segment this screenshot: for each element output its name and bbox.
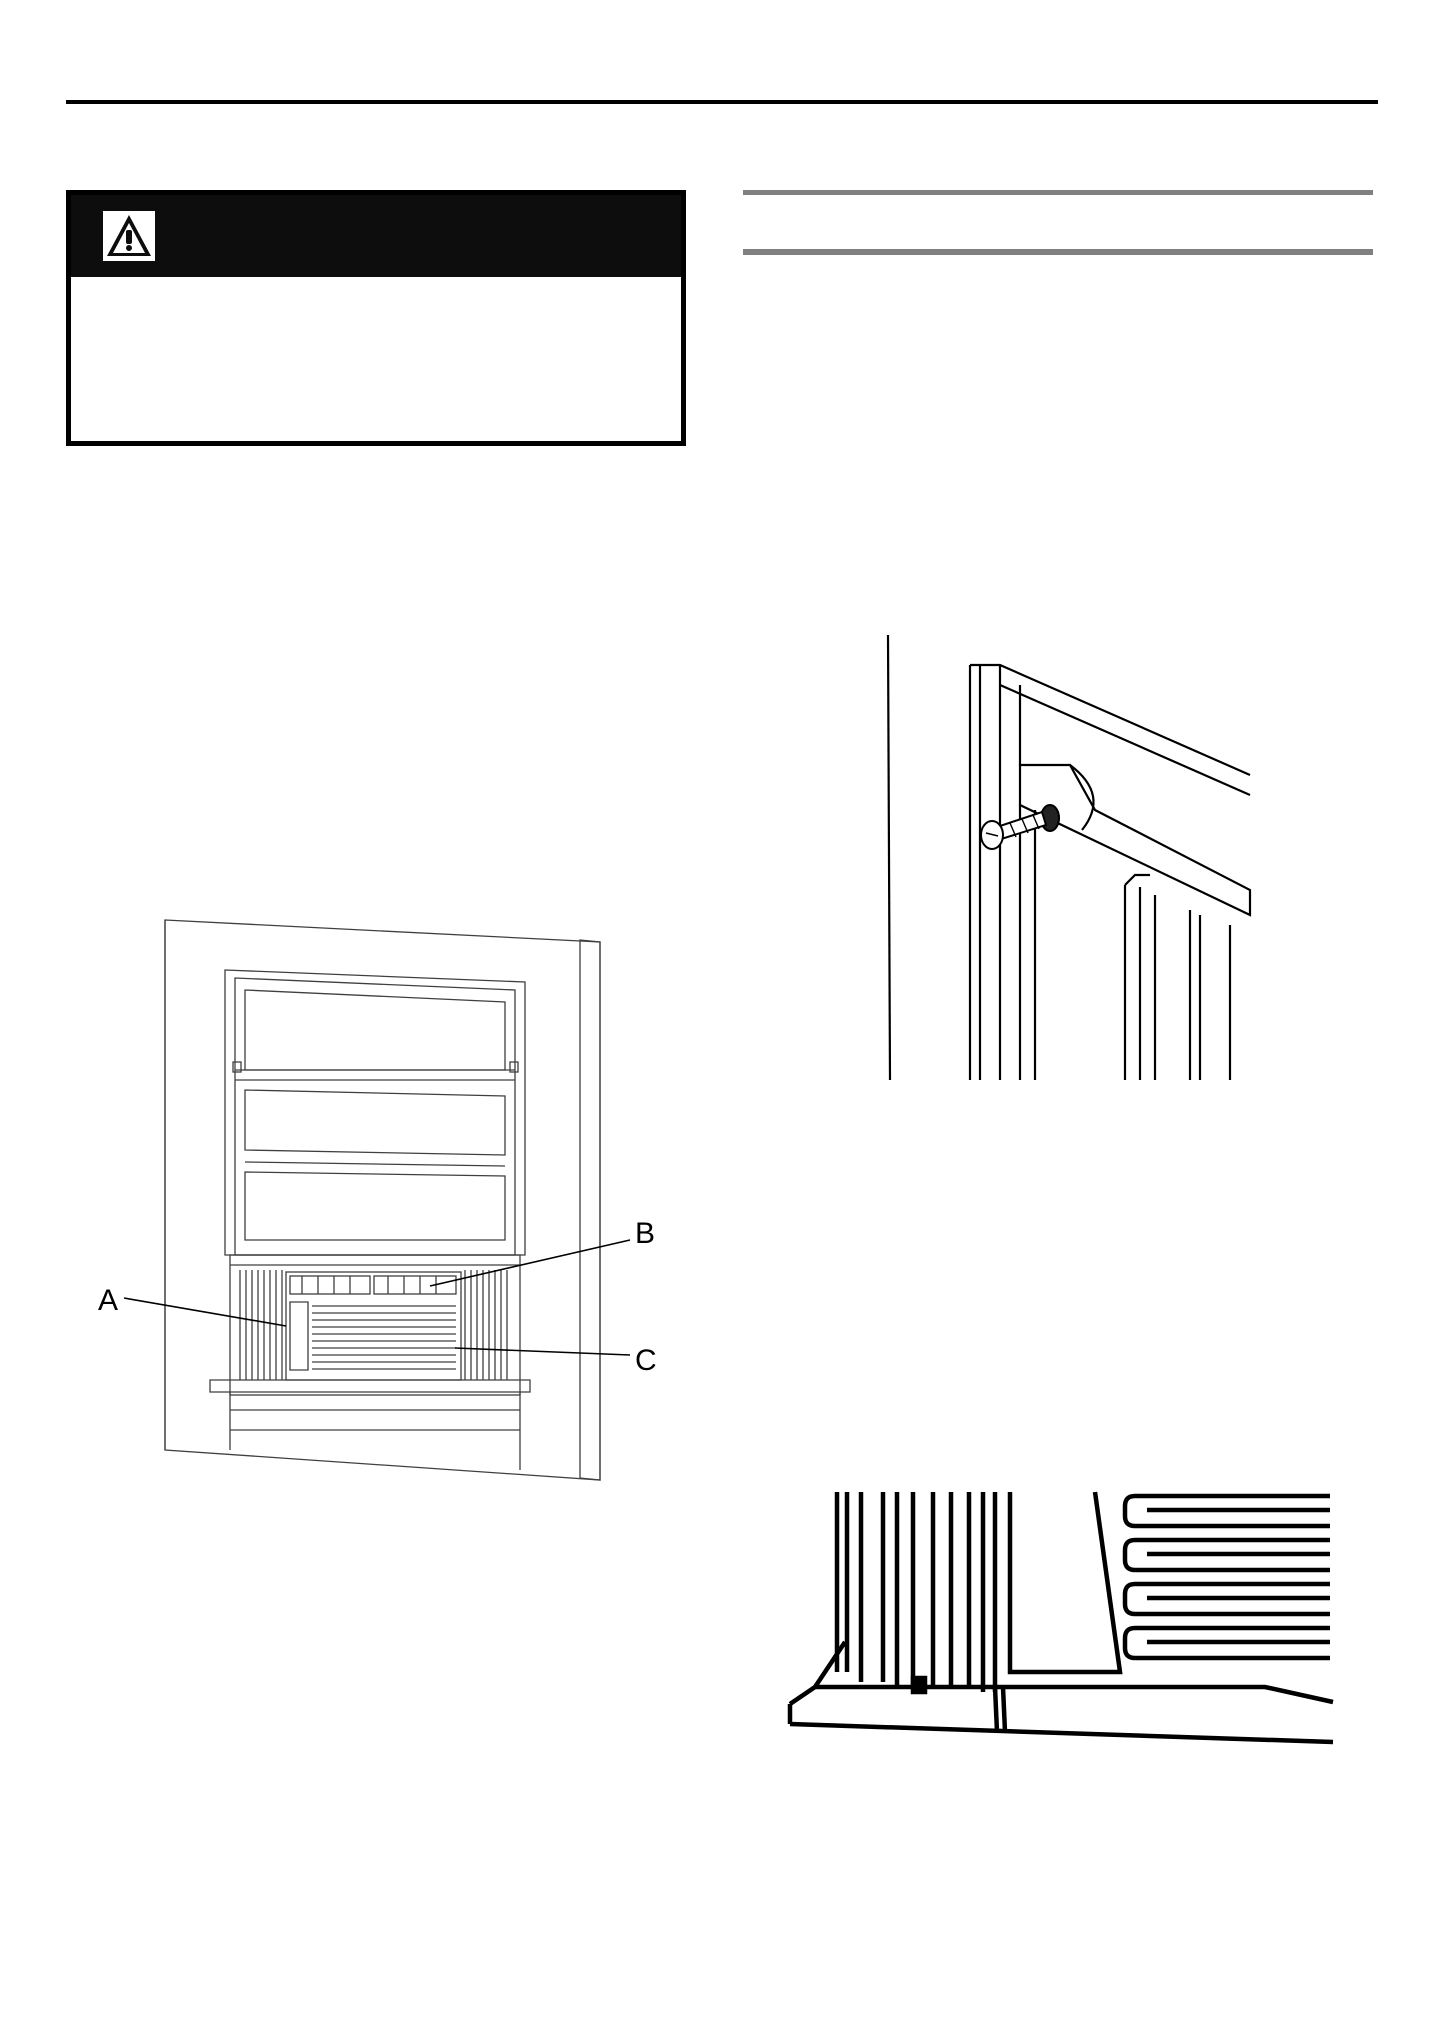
callout-c: C: [635, 1344, 657, 1377]
warning-box: [66, 190, 686, 446]
callout-b: B: [635, 1217, 655, 1250]
window-unit-figure: A B C: [98, 919, 657, 1481]
section-rule-top: [743, 190, 1373, 195]
screw-figure: [886, 634, 1252, 1081]
warning-triangle-icon: [103, 211, 155, 261]
coil-base-icon: [787, 1491, 1334, 1745]
callout-a: A: [98, 1284, 118, 1317]
warning-header-bar: [71, 195, 681, 277]
coil-base-figure: [787, 1491, 1334, 1745]
section-rule-bottom: [743, 249, 1373, 255]
screw-icon: [980, 804, 1060, 850]
top-rule: [66, 100, 1378, 104]
